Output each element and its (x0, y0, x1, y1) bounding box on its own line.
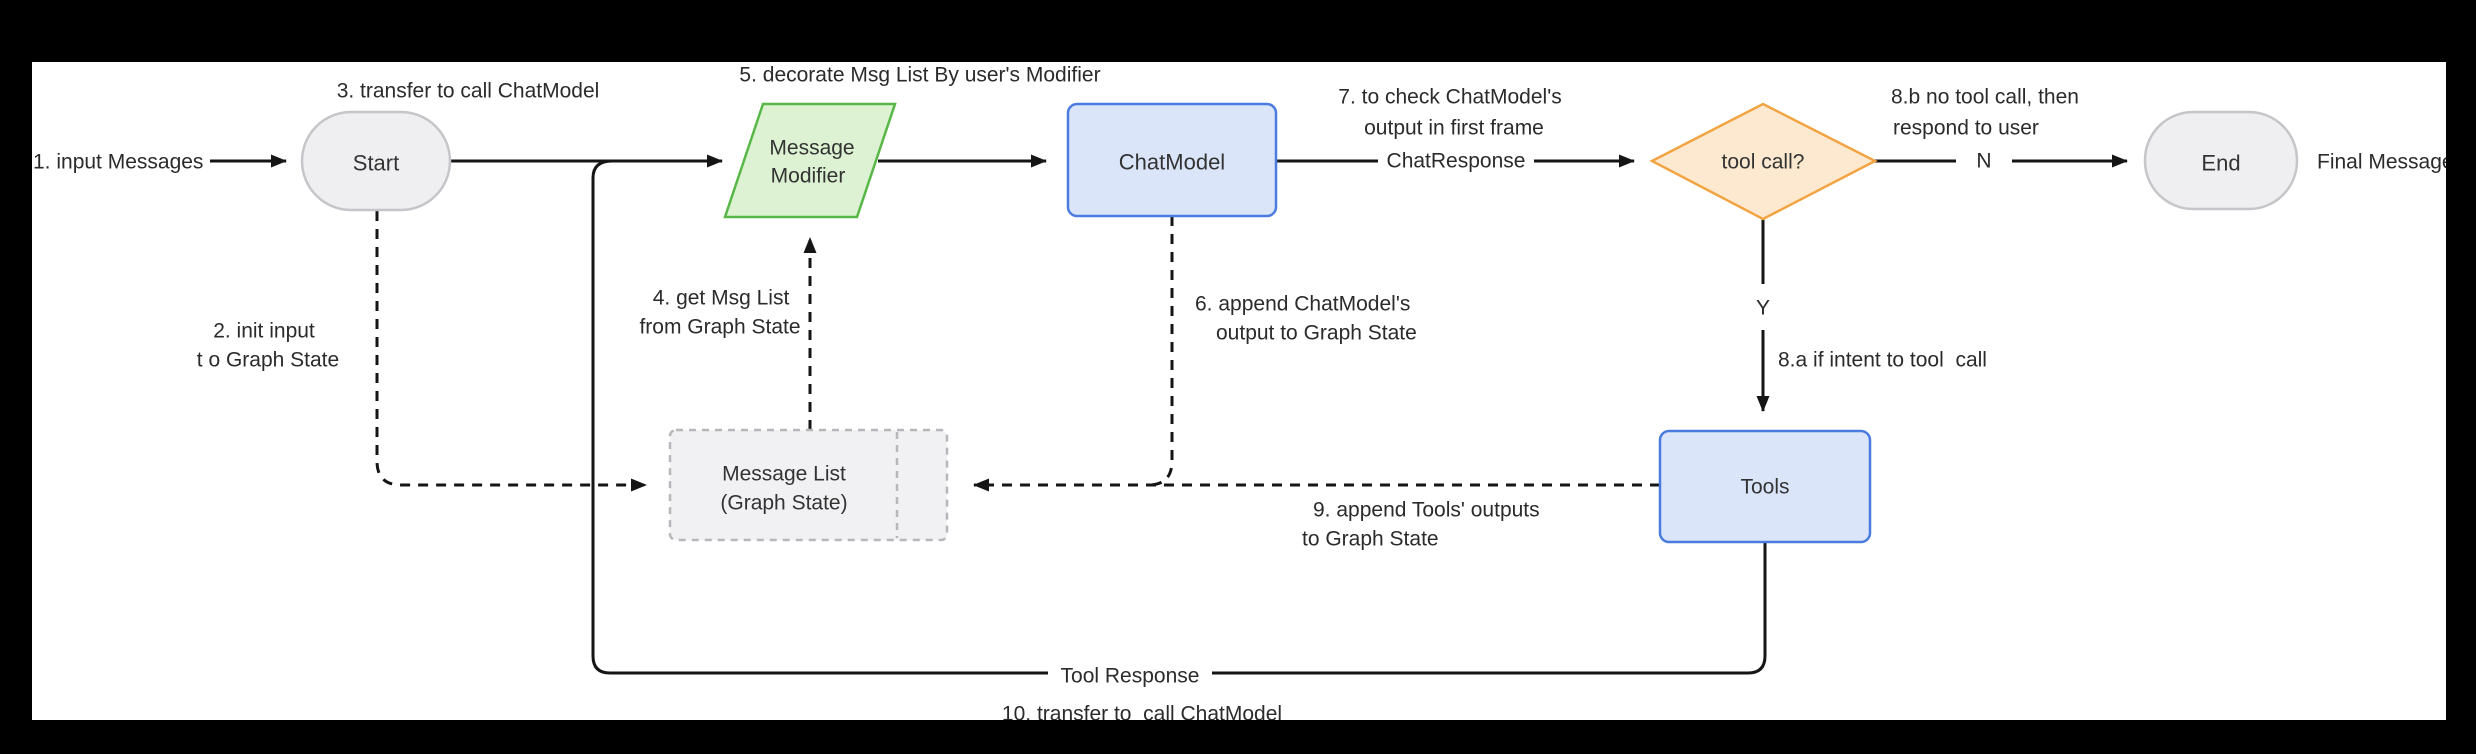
end-node-label: End (2201, 151, 2240, 176)
label-init-input-line1: 2. init input (213, 320, 315, 343)
label-transfer-back: 10. transfer to call ChatModel (1002, 703, 1282, 726)
label-append-tools-line2: to Graph State (1302, 528, 1439, 551)
label-init-input-line2: t o Graph State (197, 349, 339, 372)
message-list-label-line2: (Graph State) (720, 492, 847, 515)
tool-call-decision-node (1649, 102, 1878, 221)
message-modifier-label-line2: Modifier (771, 165, 846, 188)
tools-node (1658, 429, 1872, 544)
label-tool-response: Tool Response (1061, 665, 1200, 688)
edge-tool-response-right (1212, 542, 1767, 675)
label-branch-n: N (1976, 150, 1991, 173)
message-list-box (668, 428, 949, 542)
label-append-tools-line1: 9. append Tools' outputs (1313, 499, 1540, 522)
label-append-chatmodel-line2: output to Graph State (1216, 322, 1417, 345)
label-check-output-line2: output in first frame (1364, 117, 1544, 140)
label-no-tool-call-line2: respond to user (1893, 117, 2039, 140)
start-node-label: Start (353, 151, 399, 176)
chatmodel-node (1066, 102, 1278, 218)
edge-tool-response-left (591, 159, 1048, 675)
label-append-chatmodel-line1: 6. append ChatModel's (1195, 293, 1410, 316)
label-intent-tool-call: 8.a if intent to tool call (1778, 349, 1987, 372)
edges (210, 154, 2128, 675)
end-node (2143, 110, 2299, 211)
label-decorate-msg-list: 5. decorate Msg List By user's Modifier (739, 64, 1100, 87)
label-get-msg-list-line2: from Graph State (639, 316, 800, 339)
label-get-msg-list-line1: 4. get Msg List (653, 287, 790, 310)
edge-start-to-state (375, 211, 647, 492)
label-branch-y: Y (1756, 297, 1770, 320)
tools-node-label: Tools (1740, 476, 1789, 499)
label-check-output-line1: 7. to check ChatModel's (1338, 86, 1561, 109)
tool-call-decision-label: tool call? (1722, 151, 1805, 174)
label-input-messages: 1. input Messages (33, 151, 203, 174)
label-chat-response: ChatResponse (1387, 150, 1526, 173)
label-final-message: Final Message (2317, 151, 2454, 174)
chatmodel-node-label: ChatModel (1119, 150, 1225, 175)
message-list-label-line1: Message List (722, 463, 846, 486)
label-no-tool-call-line1: 8.b no tool call, then (1891, 86, 2079, 109)
message-modifier-label-line1: Message (769, 137, 854, 160)
label-transfer-to-chatmodel: 3. transfer to call ChatModel (337, 80, 600, 103)
message-modifier-node (723, 102, 897, 219)
start-node (300, 110, 452, 212)
